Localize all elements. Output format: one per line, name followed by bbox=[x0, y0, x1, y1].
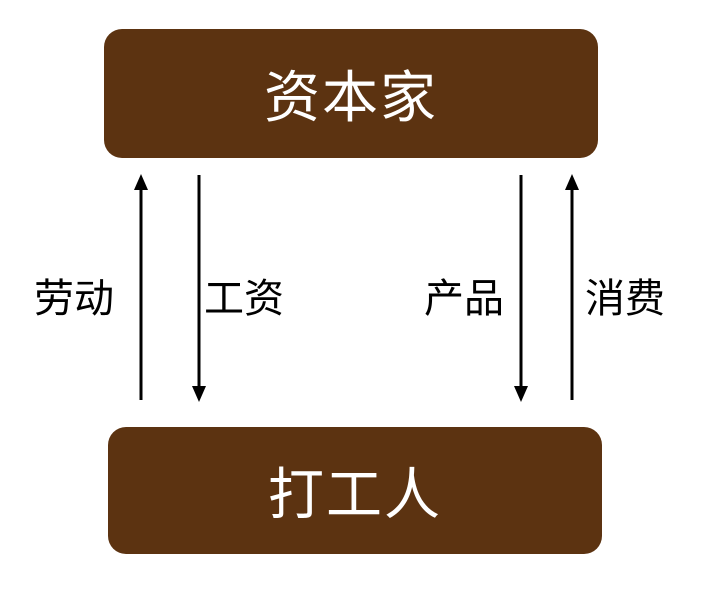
edge-label-labor: 劳动 bbox=[34, 276, 114, 322]
edge-label-product: 产品 bbox=[424, 276, 504, 322]
arrowhead-labor bbox=[134, 174, 148, 190]
edge-label-consumption: 消费 bbox=[585, 276, 665, 322]
arrowhead-wage bbox=[192, 386, 206, 402]
edge-label-wage: 工资 bbox=[204, 276, 284, 322]
node-capitalist: 资本家 bbox=[104, 29, 598, 158]
arrowhead-product bbox=[514, 386, 528, 402]
node-worker: 打工人 bbox=[108, 427, 602, 554]
arrowhead-consumption bbox=[565, 174, 579, 190]
